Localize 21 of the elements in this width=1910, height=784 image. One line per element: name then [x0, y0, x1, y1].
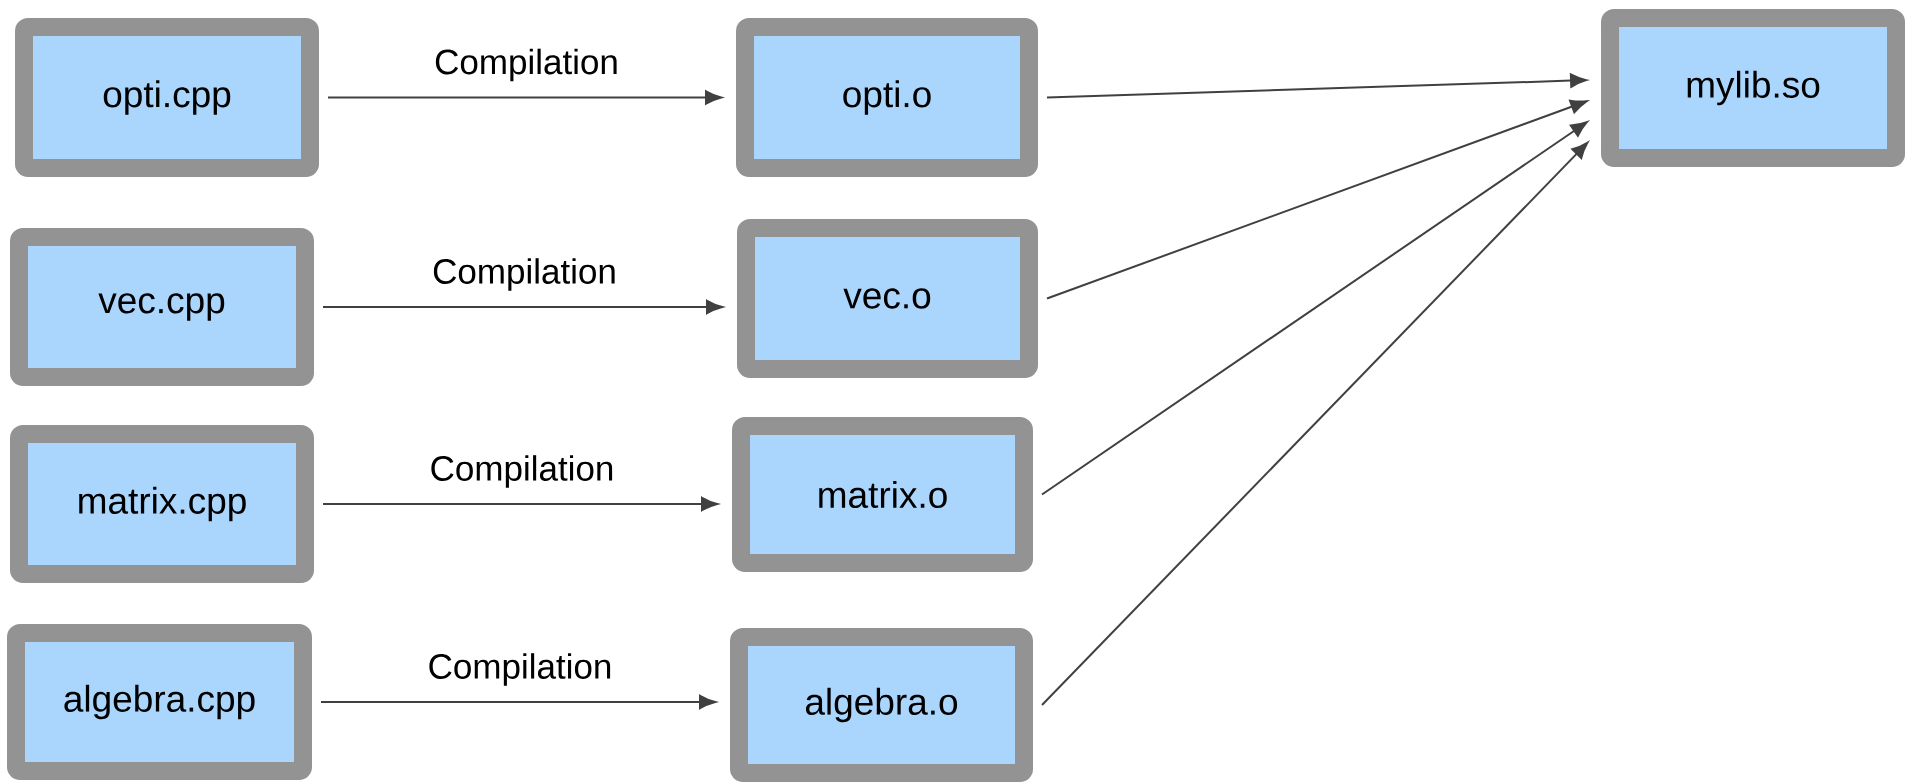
- arrow: [320, 694, 717, 710]
- arrow: [322, 496, 719, 512]
- file-box: vec.o: [737, 219, 1038, 378]
- file-box: mylib.so: [1601, 9, 1906, 167]
- arrow: [1046, 73, 1588, 99]
- arrow: [1046, 99, 1588, 300]
- edge-label: Compilation: [430, 256, 619, 293]
- file-box: opti.cpp: [15, 18, 319, 177]
- edge-label: Compilation: [427, 453, 617, 490]
- edge-label: Compilation: [425, 651, 615, 688]
- file-box: algebra.cpp: [7, 624, 312, 780]
- file-box: opti.o: [736, 18, 1038, 177]
- arrow: [1041, 141, 1589, 706]
- arrow: [1041, 121, 1588, 496]
- file-box: algebra.o: [730, 628, 1033, 782]
- file-box: matrix.o: [732, 417, 1033, 572]
- arrow: [322, 299, 724, 315]
- arrow: [327, 90, 723, 105]
- file-box: vec.cpp: [10, 228, 314, 386]
- file-box: matrix.cpp: [10, 425, 314, 583]
- edge-label: Compilation: [432, 46, 621, 84]
